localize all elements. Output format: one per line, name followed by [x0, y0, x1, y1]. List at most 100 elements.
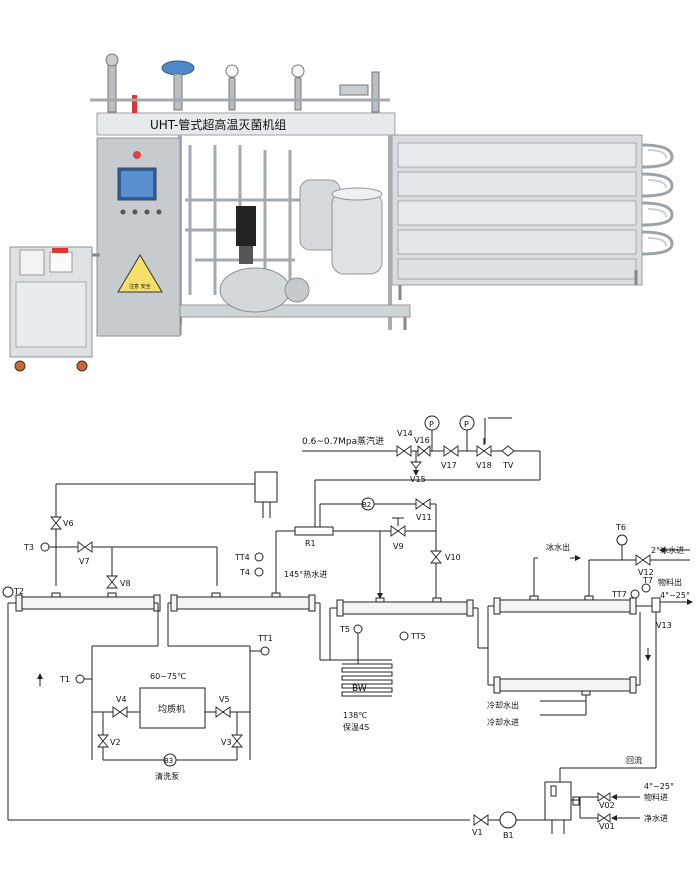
v13-label: V13: [656, 621, 672, 630]
product-in-label: 物料进: [644, 792, 668, 802]
sensor-t4: T4: [239, 567, 264, 577]
pump-b3[interactable]: B3 清洗泵: [155, 753, 179, 781]
v2-label: V2: [110, 738, 121, 747]
b2-label: B2: [362, 501, 371, 509]
feed-tank: [544, 781, 580, 834]
p2-label: P: [464, 420, 469, 429]
pressure-gauge-1: P: [424, 415, 440, 451]
valve-v8[interactable]: V8: [106, 575, 131, 589]
cleaning-pump-label: 清洗泵: [155, 771, 179, 781]
process-flow-diagram: 0.6~0.7Mpa蒸汽进 V14 V16 V15 P V17 P: [2, 415, 693, 840]
v7-label: V7: [79, 557, 90, 566]
tv-label: TV: [502, 461, 514, 470]
sensor-t3: T3: [23, 542, 50, 552]
cip-cart: [9, 246, 100, 372]
t1-label: T1: [59, 675, 70, 684]
holding-temp-label: 138℃: [343, 711, 367, 720]
valve-v4[interactable]: V4: [112, 695, 128, 718]
balance-tank-top: [56, 471, 278, 518]
r1-label: R1: [305, 539, 316, 548]
valve-v3[interactable]: V3: [221, 734, 243, 748]
hot-water-inlet-label: 145°热水进: [284, 569, 327, 579]
v9-label: V9: [393, 542, 404, 551]
p1-label: P: [429, 420, 434, 429]
clean-water-in-label: 净水进: [644, 813, 668, 823]
valve-v1[interactable]: V1: [472, 814, 489, 837]
product-out-temp-label: 4°~25°: [660, 591, 690, 600]
v5-label: V5: [219, 695, 230, 704]
control-cabinet: 注意 安全: [96, 137, 181, 337]
heat-exchanger-2: [170, 592, 316, 612]
valve-v9[interactable]: V9: [390, 517, 406, 551]
v15-label: V15: [410, 475, 426, 484]
chilled-water-out-label: 冰水出: [546, 542, 570, 552]
cooling-water-out-label: 冷却水出: [487, 700, 519, 710]
v01-label: V01: [599, 822, 615, 831]
steam-inlet-label: 0.6~0.7Mpa蒸汽进: [302, 435, 384, 447]
valve-v02[interactable]: V02: [597, 792, 615, 810]
holding-tube-bw: BW 138℃ 保温4S: [341, 663, 393, 732]
v16-label: V16: [414, 436, 430, 445]
t7-label: T7: [642, 576, 653, 585]
tt7-label: TT7: [611, 590, 627, 599]
pump-b1[interactable]: B1: [499, 811, 517, 840]
sensor-t5: T5: [339, 624, 363, 664]
t2-label: T2: [13, 587, 24, 596]
valve-v2[interactable]: V2: [97, 734, 121, 748]
t6-label: T6: [615, 523, 626, 532]
pump-b2[interactable]: B2: [361, 497, 375, 511]
heat-exchanger-3: [336, 597, 474, 617]
valve-v5[interactable]: V5: [215, 695, 231, 718]
pressure-gauge-2: P: [459, 415, 475, 451]
valve-v15[interactable]: V15: [410, 461, 426, 484]
valve-v17[interactable]: V17: [441, 445, 459, 470]
warning-label: 注意 安全: [129, 283, 151, 290]
sensor-tt1: TT1: [250, 634, 273, 656]
valve-v7[interactable]: V7: [77, 541, 93, 566]
v11-label: V11: [416, 513, 432, 522]
valve-v13[interactable]: V13: [651, 597, 672, 630]
valve-v11[interactable]: V11: [415, 498, 432, 522]
sensor-t7: T7: [641, 576, 653, 593]
v18-label: V18: [476, 461, 492, 470]
sensor-t6: T6: [615, 523, 628, 560]
v4-label: V4: [116, 695, 127, 704]
tt5-label: TT5: [410, 632, 426, 641]
trap-tv[interactable]: TV: [501, 445, 515, 470]
valve-v18[interactable]: V18: [476, 438, 492, 470]
valve-v6[interactable]: V6: [50, 516, 74, 530]
homogenizer-temp-label: 60~75℃: [150, 672, 186, 681]
valve-v12[interactable]: V12: [635, 554, 654, 577]
sensor-tt4: TT4: [234, 552, 264, 562]
product-in-temp-label: 4°~25°: [644, 782, 674, 791]
tt4-label: TT4: [234, 553, 250, 562]
injector-r1: R1: [294, 526, 334, 548]
v6-label: V6: [63, 519, 74, 528]
b1-label: B1: [503, 831, 514, 840]
tanks-and-pumps: [219, 179, 383, 313]
heat-exchanger-4: [493, 595, 637, 615]
valve-v14[interactable]: V14: [396, 429, 413, 457]
valve-v10[interactable]: V10: [430, 550, 461, 564]
sensor-t1: T1: [59, 674, 92, 684]
return-flow-label: 回流: [626, 755, 642, 765]
valve-v01[interactable]: V01: [597, 813, 615, 831]
b3-label: B3: [164, 757, 173, 765]
v14-label: V14: [397, 429, 413, 438]
valve-v16[interactable]: V16: [414, 436, 431, 457]
t4-label: T4: [239, 568, 250, 577]
v8-label: V8: [120, 579, 131, 588]
holding-time-label: 保温4S: [343, 722, 369, 732]
sensor-tt7: TT7: [611, 589, 640, 599]
sensor-t2: T2: [2, 586, 24, 598]
v12-label: V12: [638, 568, 654, 577]
v1-label: V1: [472, 828, 483, 837]
tube-heat-exchanger-bank: [391, 134, 674, 300]
homogenizer: 均质机 60~75℃: [139, 672, 206, 729]
tt1-label: TT1: [257, 634, 273, 643]
chilled-water-in-label: 2°冰水进: [651, 545, 684, 555]
cooling-water-in-label: 冷却水进: [487, 717, 519, 727]
sensor-tt5: TT5: [399, 631, 426, 641]
t5-label: T5: [339, 625, 350, 634]
bw-label: BW: [352, 684, 367, 694]
